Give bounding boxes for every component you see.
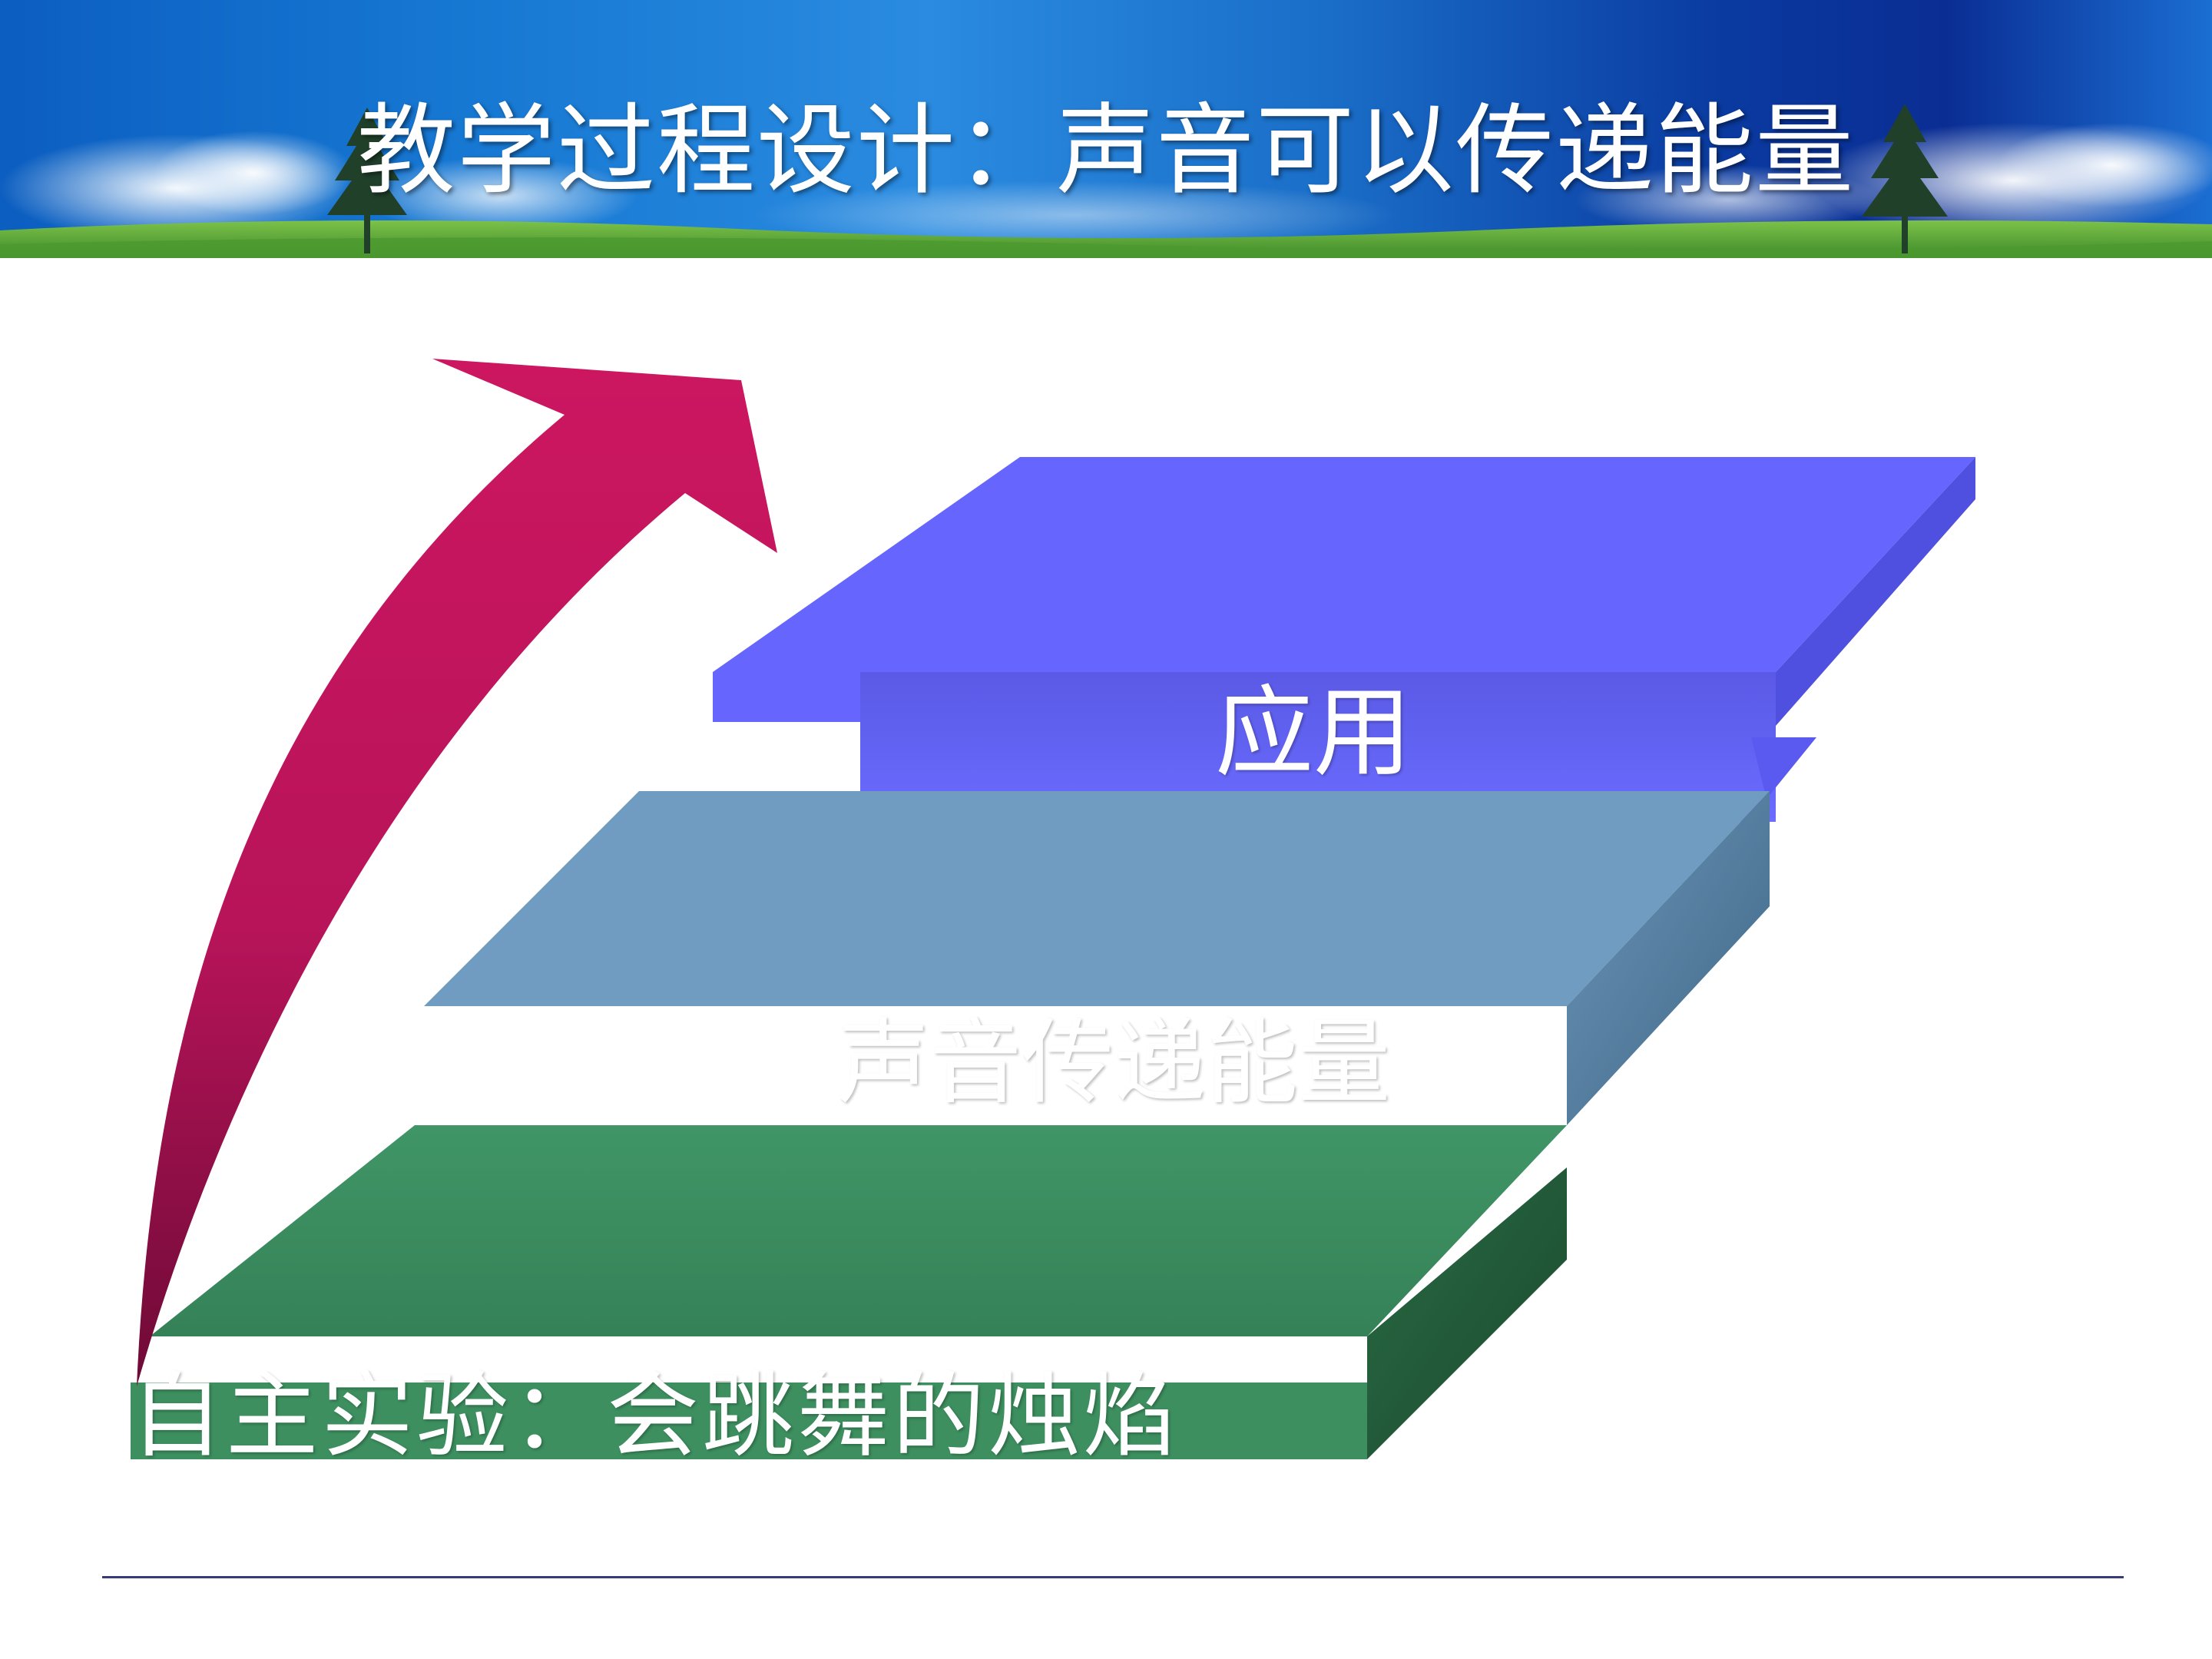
layer-label-experiment: 自主实验：会跳舞的烛焰 xyxy=(131,1363,1178,1470)
footer-divider xyxy=(102,1576,2124,1578)
tree-icon xyxy=(327,108,407,253)
layer-transfer xyxy=(424,791,1770,1125)
layer-label-apply: 应用 xyxy=(1214,676,1412,790)
tree-icon xyxy=(1862,104,1948,253)
curved-arrow-icon xyxy=(137,359,777,1386)
sky-landscape-banner xyxy=(0,104,2212,258)
slide-title: 教学过程设计：声音可以传递能量 xyxy=(356,94,1855,208)
layer-experiment xyxy=(131,1125,1567,1459)
header-banner: 教学过程设计：声音可以传递能量 xyxy=(0,0,2212,258)
layer-label-transfer: 声音传递能量 xyxy=(837,1010,1390,1117)
